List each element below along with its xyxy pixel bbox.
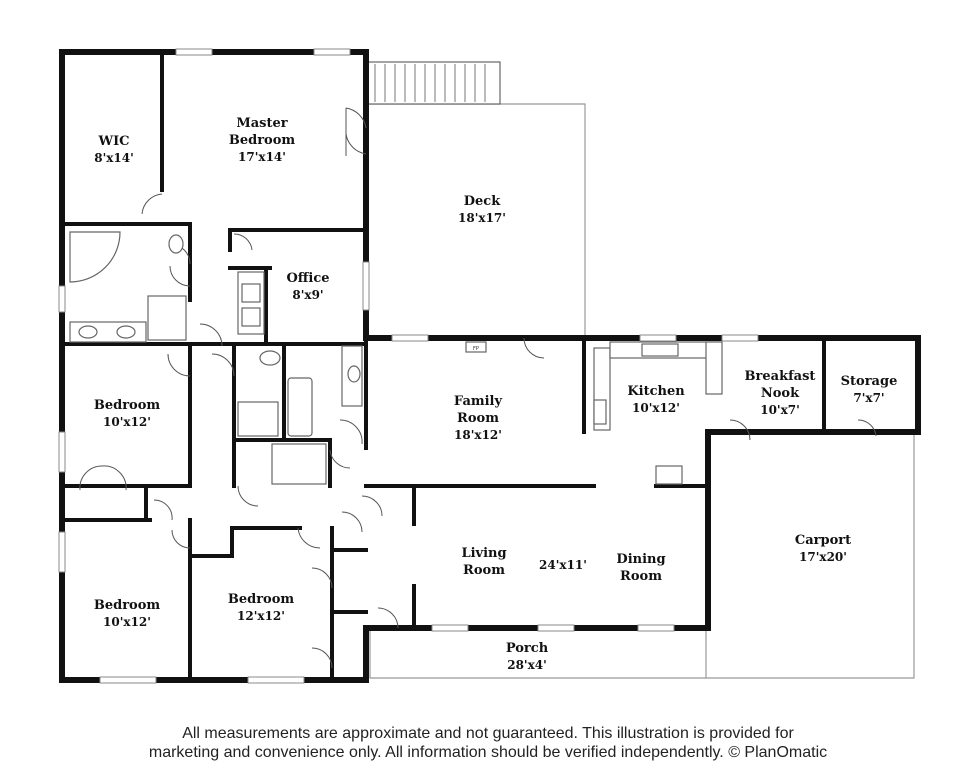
dining-name-2: Room xyxy=(620,569,662,584)
bedroom-2-name: Bedroom xyxy=(94,598,161,613)
wic-dims: 8'x14' xyxy=(94,151,134,165)
windows xyxy=(58,48,759,684)
living-name-1: Living xyxy=(461,546,506,561)
master-dims: 17'x14' xyxy=(238,150,286,164)
office-dims: 8'x9' xyxy=(292,288,323,302)
fireplace-label: FP xyxy=(473,346,479,352)
storage-dims: 7'x7' xyxy=(853,391,884,405)
storage-name: Storage xyxy=(841,374,898,389)
office-name: Office xyxy=(286,271,329,286)
disclaimer-line-2: marketing and convenience only. All info… xyxy=(148,744,828,761)
shower-2 xyxy=(237,401,279,437)
fireplace xyxy=(465,341,487,353)
family-dims: 18'x12' xyxy=(454,428,502,442)
fixtures: FP xyxy=(69,231,723,485)
living-dining-dims: 24'x11' xyxy=(539,558,587,572)
room-labels: WIC 8'x14' Master Bedroom 17'x14' Deck 1… xyxy=(94,116,898,672)
carport-name: Carport xyxy=(795,533,851,548)
living-name-2: Room xyxy=(463,563,505,578)
family-name-2: Room xyxy=(457,411,499,426)
toilet-2 xyxy=(259,350,281,366)
bedroom-1-name: Bedroom xyxy=(94,398,161,413)
master-name-1: Master xyxy=(236,116,287,131)
master-name-2: Bedroom xyxy=(229,133,296,148)
porch-name: Porch xyxy=(506,641,549,656)
kitchen-dims: 10'x12' xyxy=(632,401,680,415)
range xyxy=(655,465,683,485)
kitchen-name: Kitchen xyxy=(627,384,685,399)
deck-name: Deck xyxy=(464,194,501,209)
wic-name: WIC xyxy=(97,134,129,149)
nook-name-2: Nook xyxy=(761,386,800,401)
bedroom-3-dims: 12'x12' xyxy=(237,609,285,623)
bedroom-3-name: Bedroom xyxy=(228,592,295,607)
corner-tub xyxy=(69,231,121,283)
porch-dims: 28'x4' xyxy=(507,658,547,672)
shower xyxy=(147,295,187,341)
family-name-1: Family xyxy=(454,394,503,409)
bathtub xyxy=(287,377,313,437)
deck-stair-treads xyxy=(374,64,486,102)
doors xyxy=(79,107,877,669)
outdoor-outlines xyxy=(364,61,915,679)
nook-dims: 10'x7' xyxy=(760,403,800,417)
deck-dims: 18'x17' xyxy=(458,211,506,225)
disclaimer-line-1: All measurements are approximate and not… xyxy=(182,725,794,742)
toilet xyxy=(168,234,184,254)
kitchen-counter-right xyxy=(705,341,723,395)
nook-name-1: Breakfast xyxy=(745,369,816,384)
bedroom-2-dims: 10'x12' xyxy=(103,615,151,629)
dining-name-1: Dining xyxy=(616,552,665,567)
kitchen-sink xyxy=(641,343,679,357)
bedroom-1-dims: 10'x12' xyxy=(103,415,151,429)
carport-dims: 17'x20' xyxy=(799,550,847,564)
deck-stairs xyxy=(364,61,501,105)
stairs xyxy=(271,443,327,485)
